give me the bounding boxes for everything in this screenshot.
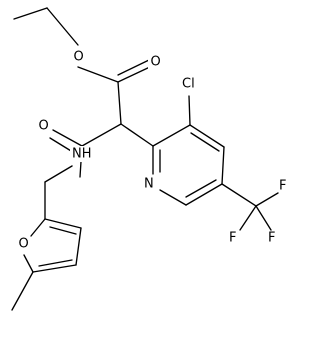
bond-pyr-c5-c6 [185, 183, 223, 206]
bond-pyr-c3-c4-inner [190, 132, 220, 152]
atom-amide-o: O [39, 119, 49, 134]
bond-cf3-f-left [239, 205, 257, 231]
bond-furan-c3-c2-inner [49, 226, 77, 235]
bond-amide-c-o-a [52, 129, 83, 147]
bond-pyr-c6-n [159, 189, 187, 206]
bond-pyr-c3-c4 [189, 124, 225, 148]
bond-cf3-f-top [255, 192, 279, 207]
atom-nh: NH [72, 147, 92, 162]
atom-furan-o: O [19, 237, 29, 252]
bond-o-carbonyl-c [77, 66, 119, 83]
label-bg-pyridine-n [142, 176, 156, 192]
bond-cf3-f-right [255, 205, 272, 231]
atom-f-top: F [279, 179, 286, 194]
bond-ester-c-alpha [117, 81, 122, 125]
bond-alpha-amide-c [81, 123, 122, 147]
atom-f-right: F [268, 231, 275, 246]
atom-ester-o-double: O [151, 55, 161, 70]
bond-ethyl-ch3-ch2 [13, 7, 48, 20]
bond-furan-c5-c4-inner [38, 259, 73, 267]
atom-f-left: F [229, 231, 236, 246]
bond-pyr-c5-c6-inner [185, 179, 217, 198]
label-bg-cl [180, 76, 200, 92]
bond-ethyl-ch2-o [46, 7, 79, 46]
label-bg-ester-o-double [148, 54, 162, 70]
bond-alpha-pyridine [120, 123, 154, 147]
atom-ester-o-single: O [74, 50, 84, 65]
label-bg-ester-o [71, 49, 85, 65]
label-bg-amide-o [36, 118, 50, 134]
bond-furan-c2-o [30, 218, 46, 237]
label-bg-nh [70, 146, 96, 162]
bond-furan-methyl [11, 271, 34, 311]
atom-cl: Cl [182, 77, 195, 92]
bond-furan-c3-c2 [44, 218, 82, 229]
bond-ester-c-o-double-a [117, 65, 153, 83]
bond-pyr-cf3 [221, 183, 257, 207]
bond-ester-c-o-double-b [117, 59, 150, 76]
bond-pyr-c2-c3 [152, 124, 191, 147]
bond-pyr-cl [188, 95, 191, 126]
atom-pyridine-n: N [144, 177, 154, 192]
molecule-structure: O O O Cl NH N O F F F [11, 7, 286, 311]
bond-n-ch2 [44, 165, 73, 183]
label-bg-furan-o [16, 236, 30, 252]
atom-label-layer: O O O Cl NH N O F F F [16, 49, 286, 252]
bond-furan-c4-c3 [75, 227, 82, 266]
bond-layer [11, 7, 279, 311]
bond-pyr-c4-c5 [221, 146, 225, 185]
bond-furan-c5-c4 [32, 264, 77, 273]
bond-furan-o-c5 [23, 254, 34, 273]
